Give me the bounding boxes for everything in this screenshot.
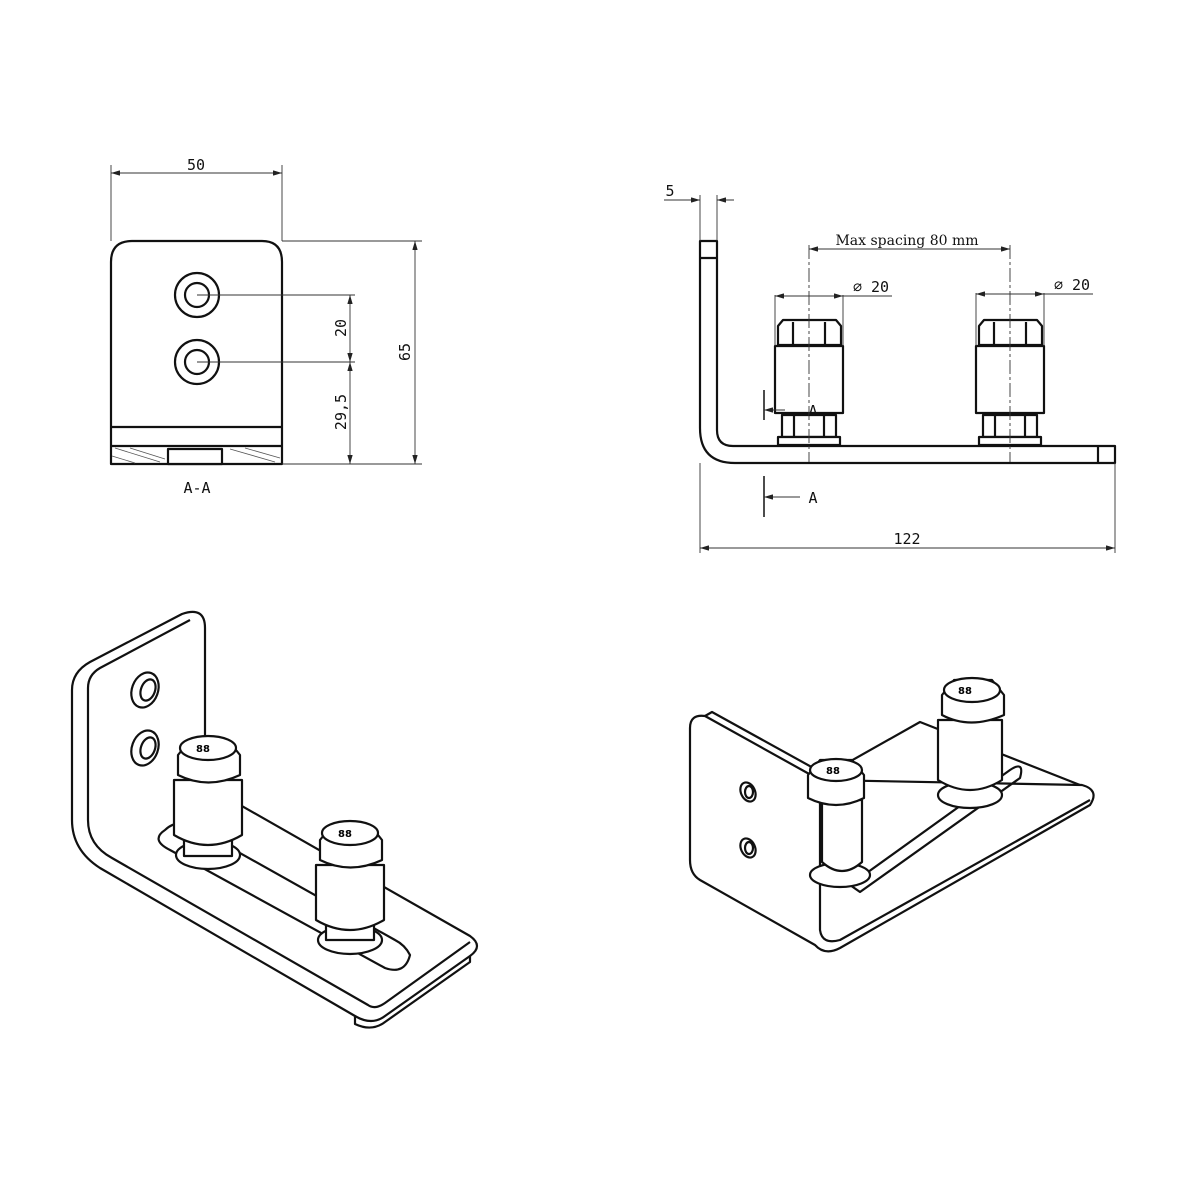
dim-thickness: 5	[665, 182, 674, 200]
section-marker-top: A	[808, 402, 817, 420]
section-hatch	[111, 447, 281, 464]
dim-hole-height: 29,5	[332, 394, 350, 430]
dim-height: 65	[396, 343, 414, 361]
roller-iso-right-back: 88	[936, 676, 1006, 810]
svg-text:88: 88	[958, 686, 972, 697]
slot-section	[166, 447, 224, 466]
dim-length: 122	[893, 530, 920, 548]
svg-text:88: 88	[826, 766, 840, 777]
plate-outline	[109, 239, 284, 466]
dim-hole-spacing: 20	[332, 319, 350, 337]
front-view: 50 65 20 29,5 A-A	[109, 156, 422, 497]
isometric-view-left: 88 88	[70, 610, 479, 1029]
section-marker-bottom: A	[808, 489, 817, 507]
dim-roller-right: ⌀ 20	[1054, 276, 1090, 294]
roller-iso-left-2: 88	[314, 819, 386, 956]
roller-iso-left-1: 88	[172, 734, 244, 871]
adjustment-slot	[848, 765, 1023, 894]
section-label: A-A	[183, 479, 210, 497]
dim-spacing: Max spacing 80 mm	[835, 233, 978, 249]
roller-iso-right-front: 88	[806, 757, 872, 889]
bracket-profile	[698, 239, 1117, 465]
dim-roller-left: ⌀ 20	[853, 278, 889, 296]
svg-text:88: 88	[196, 744, 210, 755]
svg-text:88: 88	[338, 829, 352, 840]
isometric-view-right: 88 88	[688, 676, 1095, 953]
section-line-a: A A	[763, 390, 818, 517]
side-view: 5 Max spacing 80 mm ⌀ 20 ⌀ 20 122 A A	[664, 182, 1117, 553]
dim-width: 50	[187, 156, 205, 174]
